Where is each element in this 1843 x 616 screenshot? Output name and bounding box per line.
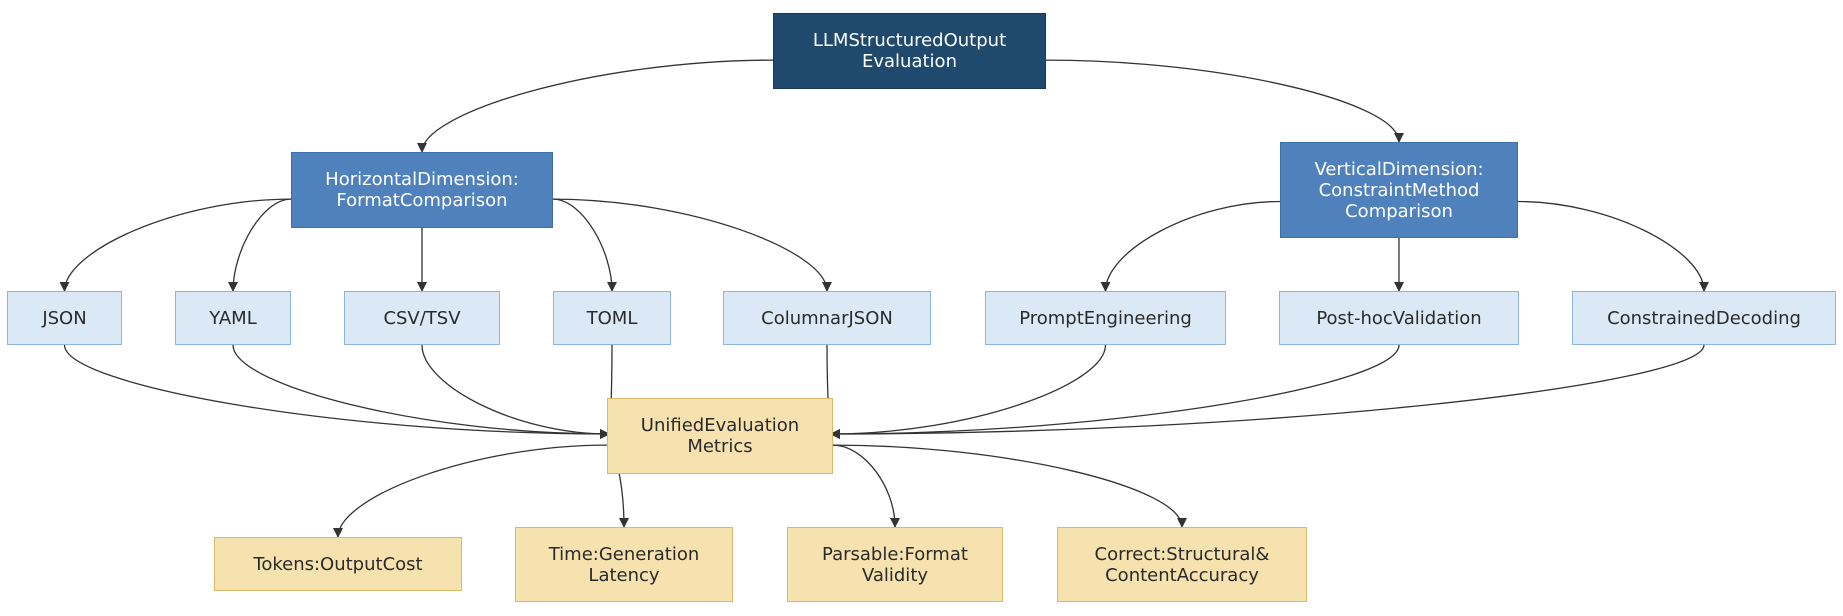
- edge-json-to-unified: [63, 344, 610, 439]
- edge-vertical-to-prompt: [1100, 200, 1281, 292]
- edge-horizontal-to-toml: [552, 198, 617, 292]
- edge-csv-to-unified: [421, 344, 610, 439]
- edge-yaml-to-unified: [232, 344, 610, 439]
- node-root: LLMStructuredOutput Evaluation: [773, 13, 1046, 89]
- node-vertical-dimension: VerticalDimension: ConstraintMethod Comp…: [1280, 142, 1518, 238]
- node-parsable-format-validity: Parsable:Format Validity: [787, 527, 1003, 602]
- edge-horizontal-to-columnar: [552, 198, 832, 292]
- node-json: JSON: [7, 291, 122, 345]
- node-unified-evaluation-metrics: UnifiedEvaluation Metrics: [607, 398, 833, 474]
- edge-root-to-horizontal: [417, 59, 774, 153]
- edge-prompt-to-unified: [830, 344, 1107, 439]
- node-prompt-engineering: PromptEngineering: [985, 291, 1226, 345]
- edge-vertical-to-constrained: [1517, 200, 1709, 292]
- node-toml: TOML: [553, 291, 671, 345]
- node-constrained-decoding: ConstrainedDecoding: [1572, 291, 1836, 345]
- node-correct-structural-content-accuracy: Correct:Structural& ContentAccuracy: [1057, 527, 1307, 602]
- edge-horizontal-to-json: [59, 198, 292, 292]
- node-tokens-output-cost: Tokens:OutputCost: [214, 537, 462, 591]
- edge-unified-to-tokens: [333, 444, 608, 538]
- edge-unified-to-parsable: [832, 444, 900, 528]
- edge-unified-to-correct: [832, 444, 1187, 528]
- node-posthoc-validation: Post-hocValidation: [1279, 291, 1519, 345]
- node-columnar-json: ColumnarJSON: [723, 291, 931, 345]
- node-time-generation-latency: Time:Generation Latency: [515, 527, 733, 602]
- edge-constrained-to-unified: [830, 344, 1705, 439]
- node-yaml: YAML: [175, 291, 291, 345]
- node-horizontal-dimension: HorizontalDimension: FormatComparison: [291, 152, 553, 228]
- edge-root-to-vertical: [1045, 59, 1404, 143]
- edge-horizontal-to-yaml: [228, 198, 292, 292]
- edge-posthoc-to-unified: [830, 344, 1400, 439]
- node-csv-tsv: CSV/TSV: [344, 291, 500, 345]
